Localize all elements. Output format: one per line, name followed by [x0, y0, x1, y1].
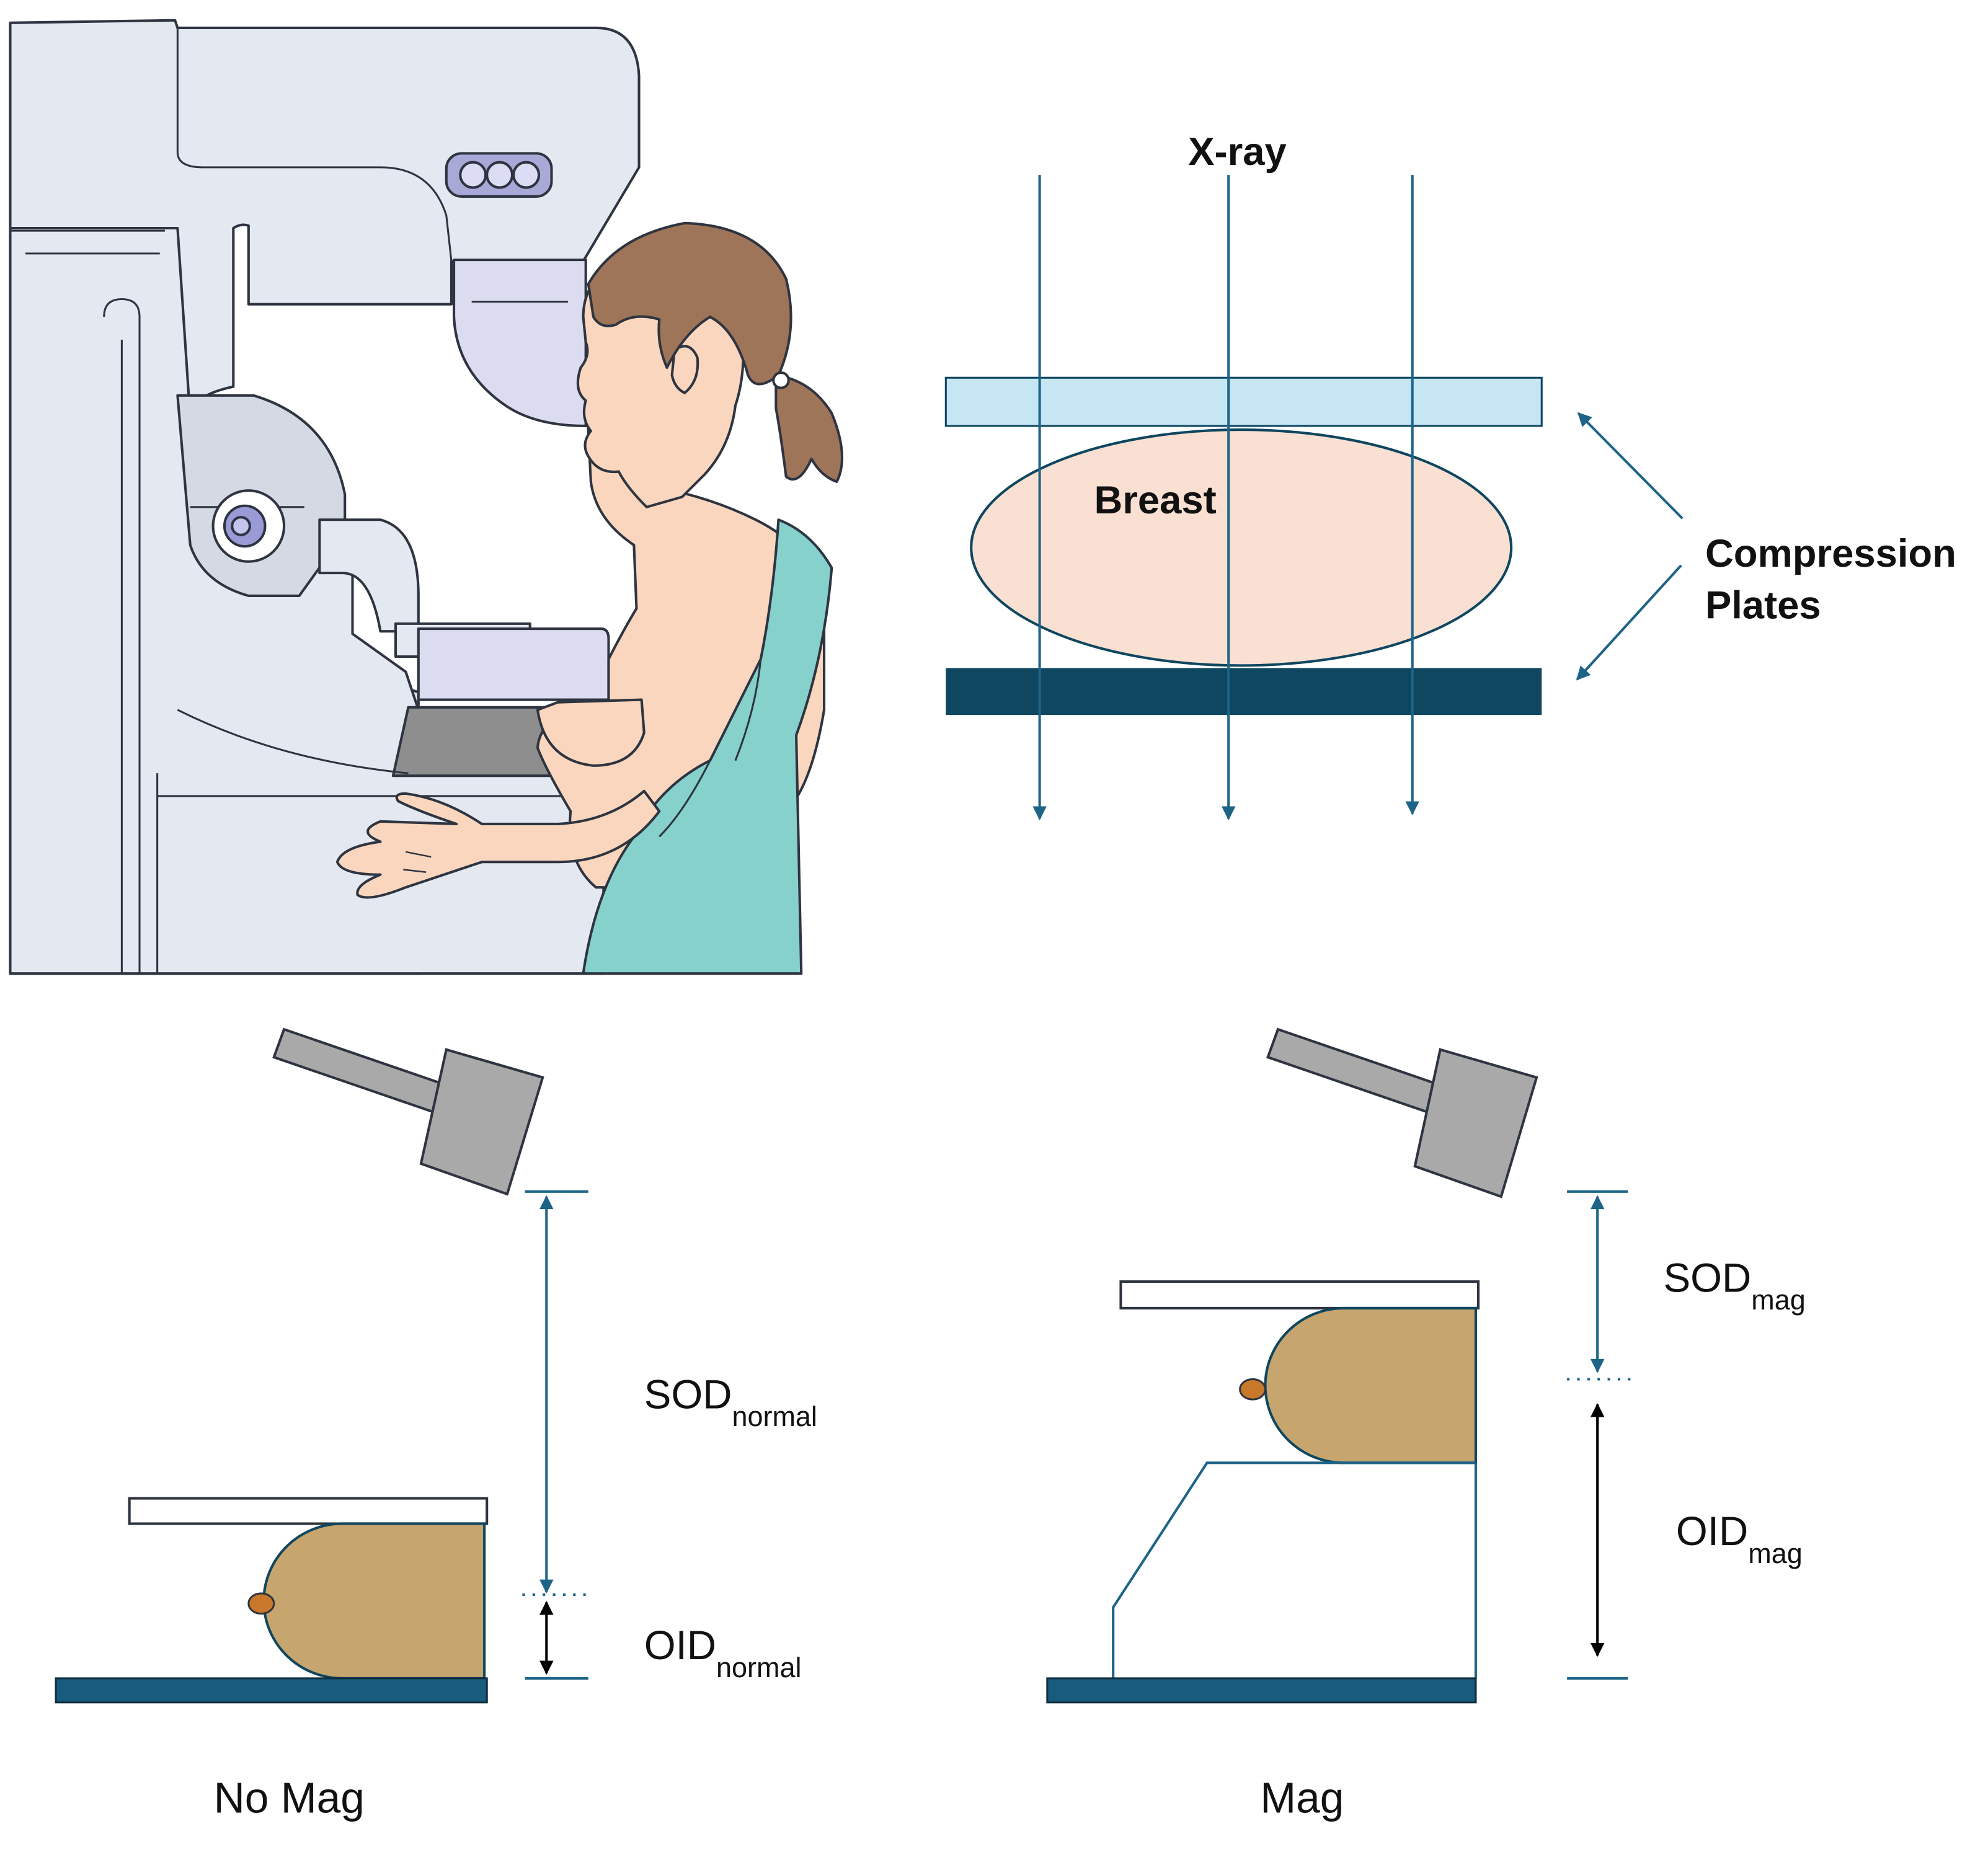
control-knob-icon: [512, 161, 541, 189]
detector-plate: [55, 1677, 488, 1704]
breast-label: Breast: [1094, 479, 1217, 522]
patient-ear: [670, 345, 699, 394]
compression-plates-label-line2: Plates: [1705, 584, 1821, 627]
compression-plates-label-line1: Compression: [1705, 532, 1956, 575]
lower-compression-plate: [946, 668, 1542, 716]
magnification-stand: [1112, 1461, 1477, 1678]
patient-hair: [587, 221, 792, 386]
tube-head-housing: [453, 259, 587, 427]
compression-pointer-arrow: [1576, 564, 1682, 681]
oid-normal-label: OIDnormal: [644, 1623, 802, 1683]
hair-tie: [772, 371, 790, 389]
compressed-breast: [1264, 1306, 1477, 1464]
upper-compression-plate: [944, 376, 1543, 427]
xray-tube-icon: [272, 1027, 544, 1196]
mammography-machine-illustration: [9, 19, 641, 975]
compression-paddle: [128, 1497, 489, 1525]
mag-caption: Mag: [1260, 1774, 1344, 1822]
compressed-breast: [262, 1522, 486, 1680]
lesion-marker: [1239, 1378, 1267, 1401]
lesion-marker: [247, 1592, 275, 1615]
compression-pointer-arrow: [1577, 412, 1684, 520]
control-knob-icon: [486, 161, 514, 189]
paddle-plate: [417, 627, 610, 701]
detector-plate: [1046, 1677, 1477, 1704]
breast-ellipse: [970, 428, 1513, 667]
patient-illustration: [335, 221, 843, 975]
patient-breast: [536, 698, 646, 767]
sod-normal-label: SODnormal: [644, 1371, 817, 1432]
beam-diagram: X-ray Breast Compression Plates: [944, 130, 1956, 820]
control-knob-icon: [459, 161, 487, 189]
xray-tube-icon: [1266, 1027, 1538, 1198]
patient-ponytail: [774, 374, 843, 483]
oid-mag-label: OIDmag: [1676, 1509, 1803, 1569]
mag-diagram: SODmag OIDmag Mag: [1046, 1027, 1806, 1822]
no-mag-caption: No Mag: [214, 1774, 365, 1822]
compression-paddle: [1119, 1280, 1480, 1309]
sod-mag-label: SODmag: [1663, 1255, 1805, 1316]
xray-label: X-ray: [1188, 130, 1287, 174]
no-mag-diagram: SODnormal OIDnormal No Mag: [55, 1027, 817, 1822]
